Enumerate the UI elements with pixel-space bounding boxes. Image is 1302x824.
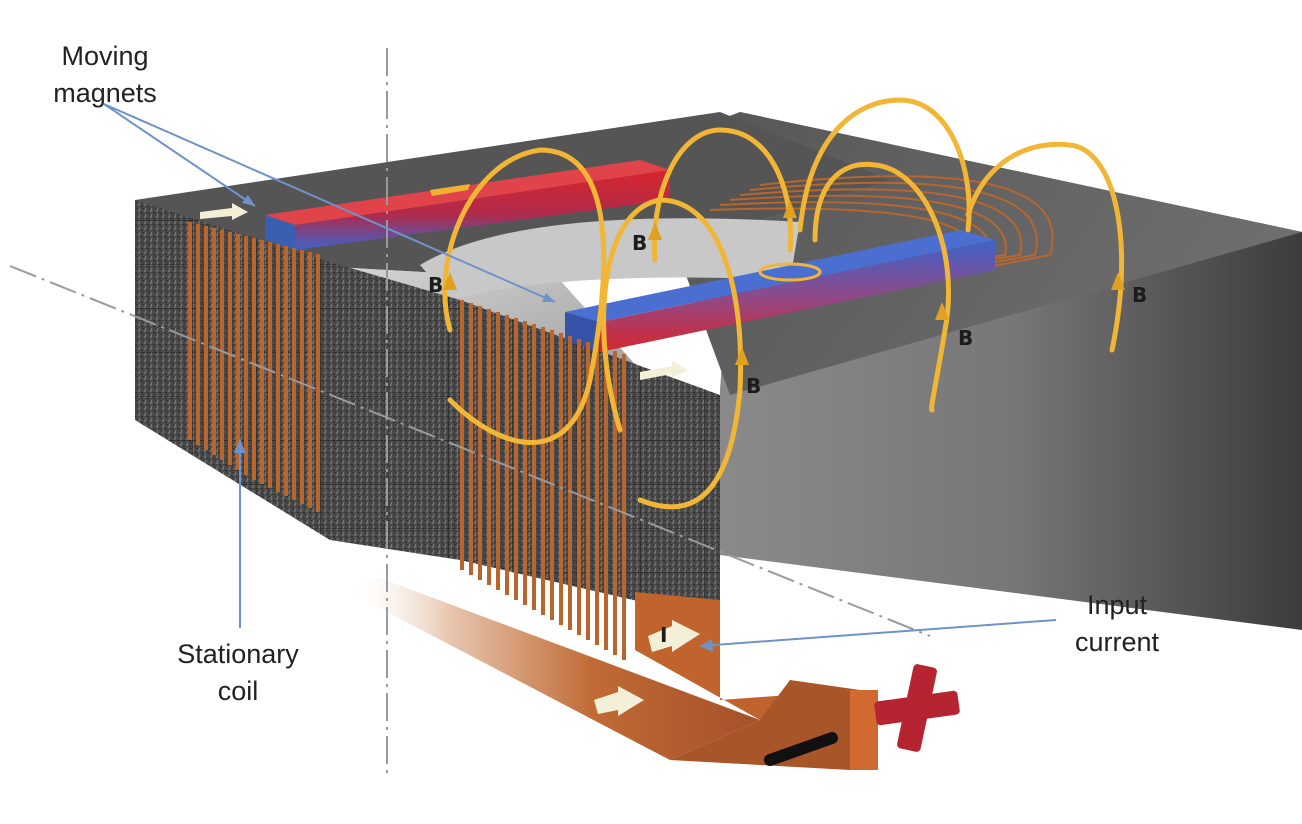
field-arrowheads (443, 200, 1125, 365)
field-symbol: B (746, 374, 761, 398)
field-symbol: B (1132, 283, 1147, 307)
current-symbol: I (660, 623, 667, 647)
coil-current-arrow (640, 361, 688, 380)
stationary-coil-label: Stationary coil (177, 639, 299, 706)
front-coil-windings (460, 300, 626, 660)
input-lead (764, 732, 838, 766)
input-current-label: Input current (1074, 590, 1160, 657)
magnetic-field-lines (442, 97, 1125, 510)
front-magnet (600, 240, 995, 352)
back-magnet-arrow (430, 184, 470, 196)
front-magnet-ring (758, 262, 822, 282)
front-magnet-top (565, 230, 995, 322)
input-bus-bar (345, 578, 760, 760)
input-current-arrow (648, 620, 700, 652)
field-symbol: B (958, 326, 973, 350)
left-coil-windings (188, 222, 320, 512)
back-magnet-top (265, 160, 670, 225)
plus-sign (874, 664, 960, 752)
field-symbol: B (428, 273, 443, 297)
field-symbol: B (632, 231, 647, 255)
coil-current-arrow (200, 203, 248, 220)
callout-leaders (103, 103, 1057, 647)
horizontal-axis (9, 265, 931, 637)
moving-magnets-label: Moving magnets (53, 41, 157, 108)
